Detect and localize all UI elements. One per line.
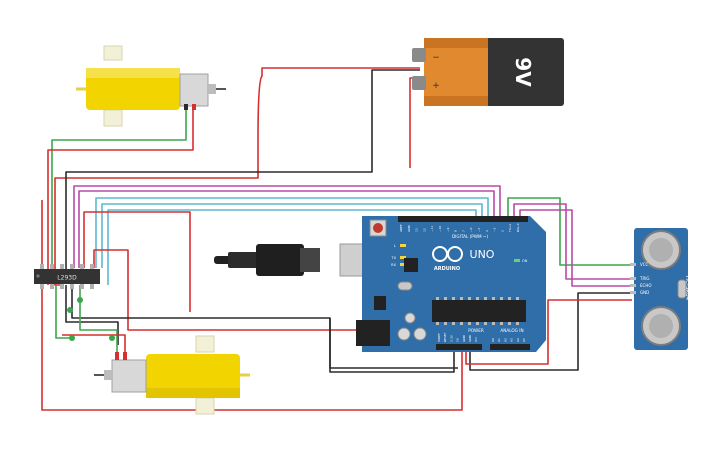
- wire-motor-bottom-b[interactable]: [62, 334, 126, 352]
- wire-black-gnd-2[interactable]: [329, 318, 455, 373]
- pin-label: GND: [462, 334, 466, 342]
- pin-label: ~10: [438, 226, 442, 232]
- pin-label: ~6: [469, 227, 473, 232]
- pin-label: A2: [503, 338, 507, 342]
- wire-cyan-2[interactable]: [101, 203, 483, 268]
- driver-label: L293D: [57, 275, 77, 282]
- wire-driver-red-2[interactable]: [83, 211, 191, 312]
- battery-label: 9V: [511, 57, 535, 87]
- on-led-label: ON: [522, 259, 528, 263]
- pin-label: GND: [468, 334, 472, 342]
- analog-label: ANALOG IN: [500, 328, 523, 333]
- motor-top[interactable]: [76, 45, 226, 127]
- motor-bottom[interactable]: [94, 335, 250, 415]
- pin-label: 2: [500, 230, 504, 232]
- led-rx-label: RX: [391, 263, 396, 267]
- arduino-logo: ARDUINO UNO: [432, 246, 495, 272]
- analog-header: [490, 344, 530, 350]
- atmega-chip: [432, 300, 526, 322]
- pin-label: 4: [485, 230, 489, 232]
- digital-label: DIGITAL (PWM ~): [452, 234, 488, 239]
- wires: [41, 67, 636, 411]
- pin-label: 12: [422, 228, 426, 232]
- pin-label: Vin: [474, 337, 478, 342]
- wire-motor-bottom-c[interactable]: [55, 285, 72, 339]
- wire-red-bottom-loop[interactable]: [41, 200, 463, 411]
- wire-motor-top-a[interactable]: [51, 108, 187, 268]
- arduino-brand: ARDUINO: [434, 266, 460, 272]
- wire-sensor-vcc[interactable]: [507, 197, 636, 266]
- battery-9v[interactable]: − + 9V: [412, 38, 564, 106]
- power-jack[interactable]: [356, 320, 390, 346]
- sensor-pin-label: ECHO: [640, 283, 651, 288]
- pin-label: RESET: [443, 332, 447, 342]
- digital-header: [398, 216, 528, 222]
- pin-label: A1: [497, 338, 501, 342]
- battery-minus: −: [432, 53, 440, 63]
- wire-motor-top-b[interactable]: [47, 108, 194, 285]
- power-header: [436, 344, 482, 350]
- usb-cable: [214, 243, 375, 277]
- wire-magenta-1[interactable]: [73, 185, 501, 268]
- pin-label: A0: [491, 338, 495, 342]
- pin-label: ~3: [493, 227, 497, 232]
- led-tx-label: TX: [390, 256, 396, 260]
- sensor-pin-label: TRIG: [639, 276, 650, 281]
- wire-sensor-echo[interactable]: [519, 209, 636, 287]
- wire-battery-positive[interactable]: [54, 67, 420, 286]
- battery-plus: +: [432, 81, 440, 91]
- pin-label: 8: [454, 230, 458, 232]
- pin-label: ~9: [446, 227, 450, 232]
- wire-driver-red-loop[interactable]: [93, 249, 462, 331]
- pin-label: A5: [522, 338, 526, 342]
- pin-label: A4: [516, 338, 520, 342]
- pin-label: AREF: [399, 224, 403, 232]
- wire-driver-black-2[interactable]: [65, 285, 119, 345]
- wire-cyan-3[interactable]: [107, 209, 477, 285]
- motor-driver-chip[interactable]: L293D: [34, 264, 100, 289]
- pin-label: ~11: [430, 226, 434, 232]
- pin-label: TX→1: [508, 224, 512, 233]
- power-label: POWER: [468, 328, 484, 333]
- wire-battery-vin[interactable]: [409, 77, 424, 168]
- sensor-pin-labels: VCC TRIG ECHO GND: [639, 262, 651, 295]
- pin-label: 13: [415, 228, 419, 232]
- ultrasonic-sensor[interactable]: HC-SR04 VCC TRIG ECHO GND: [630, 228, 690, 350]
- junctions: [67, 297, 115, 341]
- pin-label: IOREF: [437, 333, 441, 342]
- sensor-label: HC-SR04: [684, 276, 690, 301]
- pin-label: 3.3V: [449, 334, 453, 342]
- pin-label: A3: [510, 338, 514, 342]
- arduino-model: UNO: [470, 248, 495, 261]
- pin-label: ~5: [477, 227, 481, 232]
- pin-label: GND: [407, 224, 411, 232]
- wire-battery-negative[interactable]: [65, 69, 420, 270]
- sensor-pin-label: VCC: [640, 262, 649, 267]
- wire-cyan-1[interactable]: [95, 197, 489, 268]
- wire-sensor-trig[interactable]: [513, 203, 636, 280]
- pin-label: RX←0: [516, 223, 520, 232]
- wire-motor-bottom-a[interactable]: [79, 285, 118, 352]
- pin-label: 7: [461, 230, 465, 232]
- led-l-label: L: [394, 244, 396, 248]
- pin-label: 5V: [456, 337, 460, 342]
- sensor-pin-label: GND: [640, 290, 649, 295]
- wire-red-5v[interactable]: [465, 299, 632, 365]
- wire-magenta-2[interactable]: [78, 190, 495, 268]
